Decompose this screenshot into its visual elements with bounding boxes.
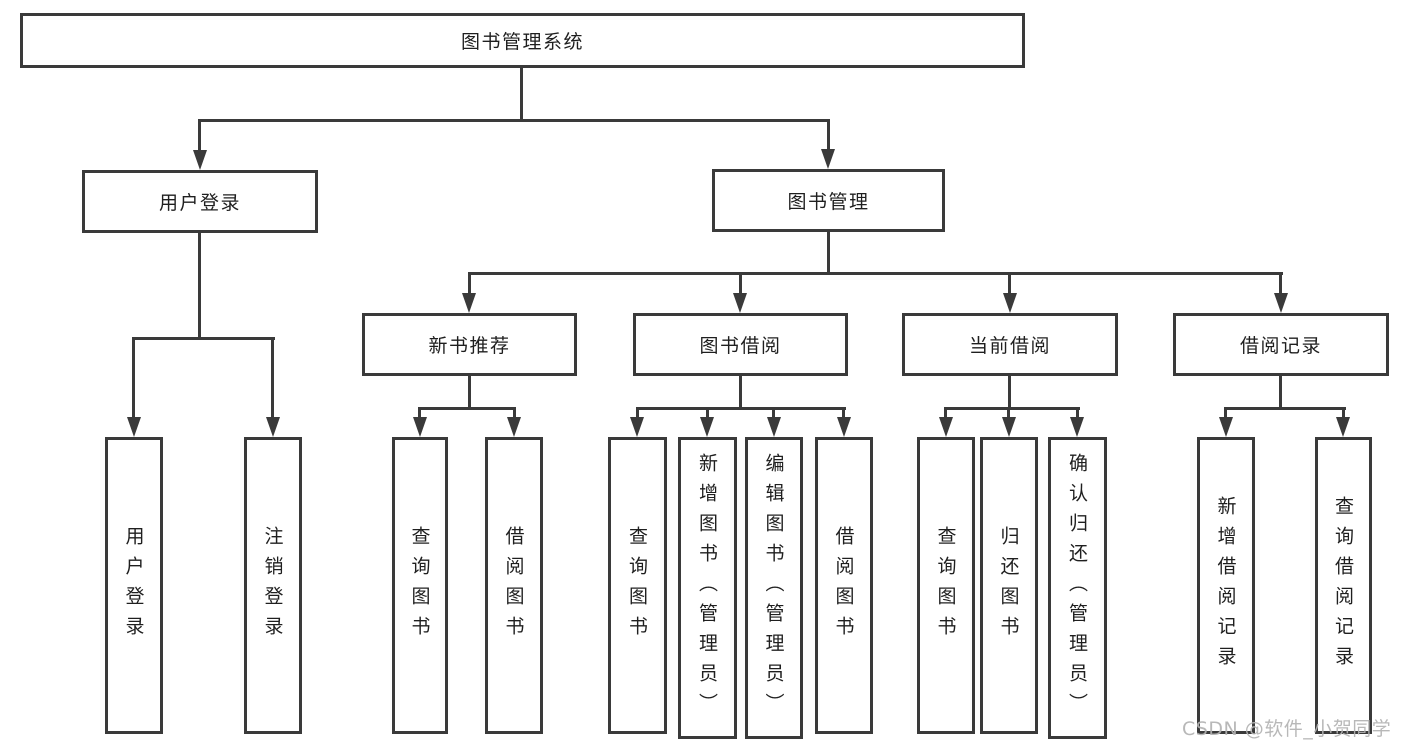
arrow-down-icon bbox=[266, 417, 280, 437]
node-book-management: 图书管理 bbox=[712, 169, 945, 232]
connector bbox=[520, 68, 523, 119]
leaf-return-books: 归还图书 bbox=[980, 437, 1038, 734]
arrow-down-icon bbox=[413, 417, 427, 437]
connector bbox=[418, 407, 516, 410]
connector bbox=[468, 272, 1283, 275]
leaf-borrow-books: 借阅图书 bbox=[815, 437, 873, 734]
connector bbox=[1007, 407, 1010, 417]
arrow-down-icon bbox=[1003, 293, 1017, 313]
leaf-logout: 注销登录 bbox=[244, 437, 302, 734]
connector bbox=[772, 407, 775, 417]
leaf-confirm-return-admin: 确认归还（管理员） bbox=[1048, 437, 1107, 739]
arrow-down-icon bbox=[733, 293, 747, 313]
arrow-down-icon bbox=[193, 150, 207, 170]
leaf-user-login: 用户登录 bbox=[105, 437, 163, 734]
connector bbox=[1008, 376, 1011, 410]
node-borrowing-records: 借阅记录 bbox=[1173, 313, 1389, 376]
leaf-add-borrow-record: 新增借阅记录 bbox=[1197, 437, 1255, 734]
connector bbox=[468, 272, 471, 293]
connector bbox=[513, 407, 516, 417]
connector bbox=[418, 407, 421, 417]
arrow-down-icon bbox=[1002, 417, 1016, 437]
arrow-down-icon bbox=[700, 417, 714, 437]
connector bbox=[1279, 272, 1282, 293]
connector bbox=[1076, 407, 1079, 417]
connector bbox=[132, 337, 275, 340]
connector bbox=[842, 407, 845, 417]
node-book-borrowing: 图书借阅 bbox=[633, 313, 848, 376]
leaf-add-books-admin: 新增图书（管理员） bbox=[678, 437, 737, 739]
connector bbox=[1224, 407, 1346, 410]
leaf-query-books-recommend: 查询图书 bbox=[392, 437, 448, 734]
connector bbox=[1224, 407, 1227, 417]
connector bbox=[199, 119, 830, 122]
connector bbox=[706, 407, 709, 417]
arrow-down-icon bbox=[1274, 293, 1288, 313]
connector bbox=[132, 337, 135, 417]
arrow-down-icon bbox=[939, 417, 953, 437]
connector bbox=[636, 407, 846, 410]
connector bbox=[1279, 376, 1282, 410]
leaf-query-borrow-record: 查询借阅记录 bbox=[1315, 437, 1372, 734]
connector bbox=[468, 376, 471, 410]
connector bbox=[739, 272, 742, 293]
connector bbox=[944, 407, 1080, 410]
arrow-down-icon bbox=[507, 417, 521, 437]
csdn-watermark: CSDN @软件_小贺同学 bbox=[1182, 718, 1392, 740]
connector bbox=[636, 407, 639, 417]
arrow-down-icon bbox=[1336, 417, 1350, 437]
leaf-query-books-borrowing: 查询图书 bbox=[608, 437, 667, 734]
leaf-edit-books-admin: 编辑图书（管理员） bbox=[745, 437, 803, 739]
node-library-management-system: 图书管理系统 bbox=[20, 13, 1025, 68]
connector bbox=[198, 233, 201, 340]
connector bbox=[271, 337, 274, 417]
arrow-down-icon bbox=[630, 417, 644, 437]
connector bbox=[827, 232, 830, 275]
leaf-query-books-current: 查询图书 bbox=[917, 437, 975, 734]
leaf-borrow-books-recommend: 借阅图书 bbox=[485, 437, 543, 734]
connector bbox=[944, 407, 947, 417]
arrow-down-icon bbox=[837, 417, 851, 437]
arrow-down-icon bbox=[821, 149, 835, 169]
node-new-book-recommend: 新书推荐 bbox=[362, 313, 577, 376]
connector bbox=[827, 119, 830, 149]
connector bbox=[1008, 272, 1011, 293]
connector bbox=[1342, 407, 1345, 417]
arrow-down-icon bbox=[127, 417, 141, 437]
arrow-down-icon bbox=[1219, 417, 1233, 437]
arrow-down-icon bbox=[767, 417, 781, 437]
arrow-down-icon bbox=[462, 293, 476, 313]
connector bbox=[739, 376, 742, 410]
node-current-borrowing: 当前借阅 bbox=[902, 313, 1118, 376]
node-user-login: 用户登录 bbox=[82, 170, 318, 233]
connector bbox=[198, 119, 201, 150]
arrow-down-icon bbox=[1070, 417, 1084, 437]
